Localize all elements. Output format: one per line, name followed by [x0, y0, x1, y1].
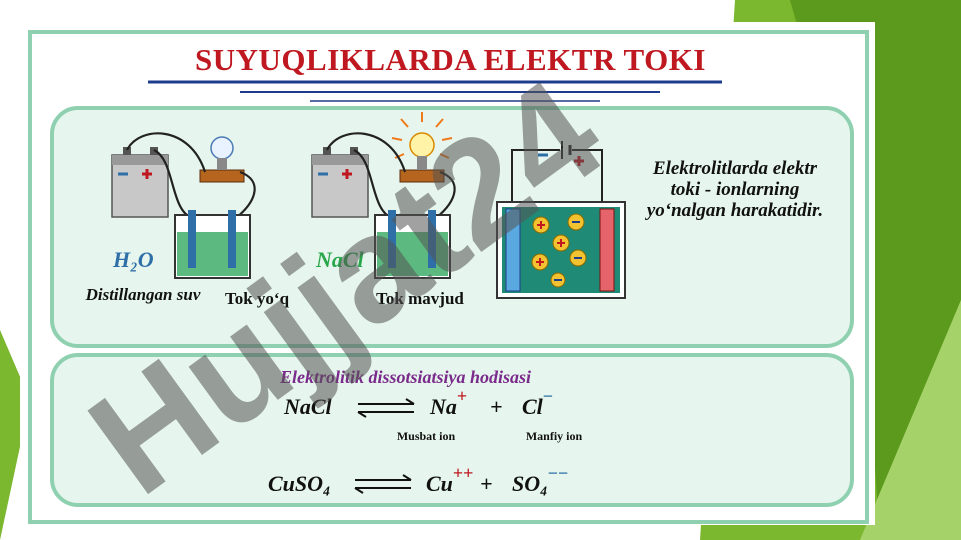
equilibrium-arrow-2: [354, 474, 412, 494]
cell-wire: [511, 149, 603, 202]
electrolysis-cell: [496, 141, 626, 299]
eq2-cation-charge: ++: [452, 463, 474, 483]
wire: [326, 132, 407, 173]
eq1-cation: Na+: [430, 386, 468, 419]
experiment-2-apparatus: [311, 112, 456, 279]
wire: [435, 170, 456, 219]
eq2-anion: SO₄−−: [512, 463, 569, 496]
positive-ions: [531, 216, 570, 271]
eq2-anion-charge: −−: [547, 463, 569, 483]
eq1-plus: +: [490, 394, 503, 419]
battery-1: [111, 154, 169, 218]
distilled-water-caption: Distillangan suv: [85, 285, 201, 304]
positive-ion-label: Musbat ion: [396, 429, 456, 443]
battery-1-top: [112, 155, 168, 165]
dissociation-title: Elektrolitik dissotsiatsiya hodisasi: [280, 367, 532, 387]
eq2-reactant: CuSO₄: [268, 471, 331, 496]
bulb-1-base: [199, 169, 245, 183]
negative-ion-label: Manfiy ion: [525, 429, 583, 443]
eq1-anion-charge: −: [542, 386, 554, 406]
experiment-1-apparatus: [111, 132, 256, 279]
water-formula-label: H₂O: [113, 247, 154, 272]
dissociation-panel: [50, 353, 854, 507]
anode: [599, 208, 615, 292]
beaker-2-liquid: [377, 232, 448, 276]
eq1-reactant: NaCl: [284, 394, 332, 419]
eq2-cation: Cu++: [426, 463, 474, 496]
electrode: [188, 210, 196, 268]
eq2-plus: +: [480, 471, 493, 496]
beaker-1-liquid: [177, 232, 248, 276]
poster-title: SUYUQLIKLARDA ELEKTR TOKI: [195, 42, 706, 77]
wire: [126, 132, 207, 173]
nacl-formula-label: NaCl: [316, 247, 364, 272]
eq1-anion: Cl−: [522, 386, 554, 419]
equilibrium-arrow-1: [357, 398, 415, 418]
current-exists-label: Tok mavjud: [376, 289, 464, 308]
bulb-2: [409, 132, 435, 158]
electrode: [428, 210, 436, 268]
wire: [235, 170, 256, 219]
bulb-2-rays: [391, 112, 453, 159]
battery-1-terminal: [123, 147, 131, 155]
bulb-2-base: [399, 169, 445, 183]
eq1-cation-charge: +: [456, 386, 468, 406]
experiment-panel: [50, 106, 854, 348]
green-corner-light: [860, 300, 961, 540]
electrolyte-current-description: Elektrolitlarda elektr toki - ionlarning…: [646, 158, 824, 221]
bulb-1: [210, 136, 234, 160]
electrode: [388, 210, 396, 268]
no-current-label: Tok yo‘q: [224, 289, 290, 308]
electrode: [228, 210, 236, 268]
cathode: [505, 208, 521, 292]
battery-2: [311, 154, 369, 218]
